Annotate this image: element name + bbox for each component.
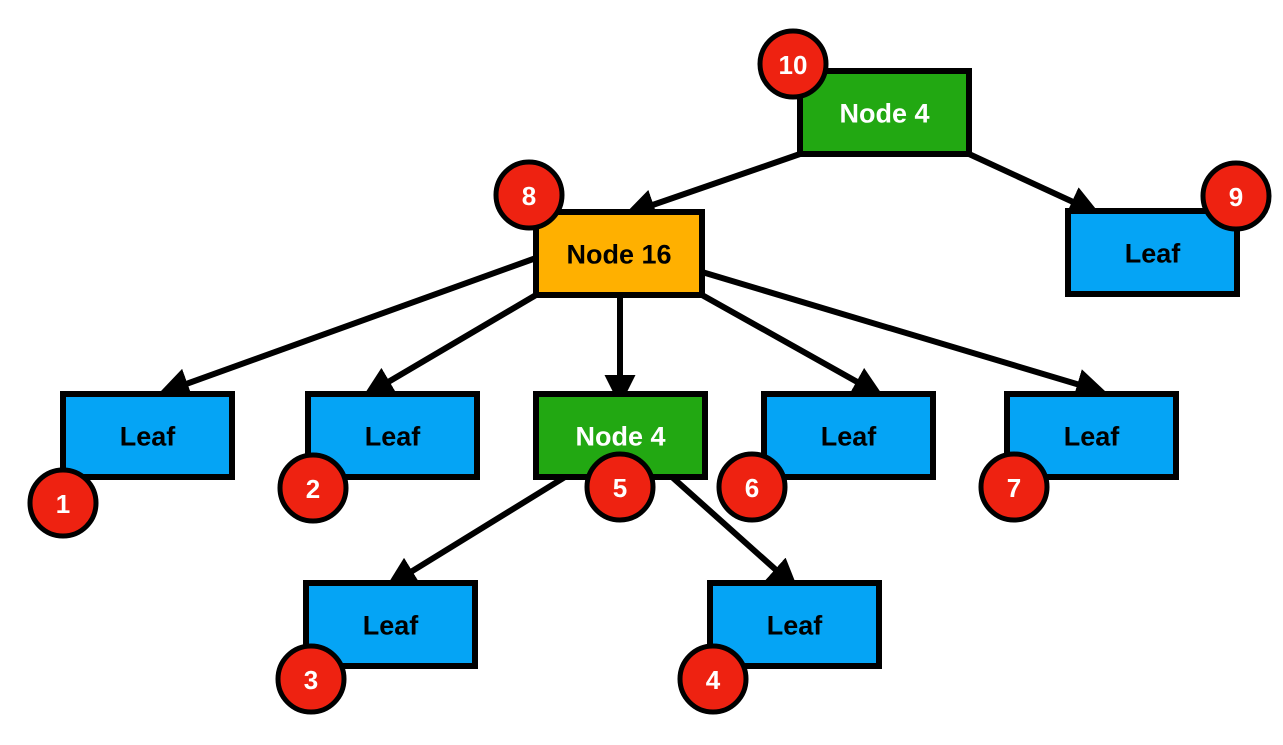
badge-number: 3 (304, 665, 318, 695)
leaf-node[interactable]: Leaf (761, 391, 936, 480)
badge-number: 8 (522, 181, 536, 211)
badge-number: 2 (306, 474, 320, 504)
badge-number: 1 (56, 489, 70, 519)
node-box[interactable] (761, 391, 936, 480)
node-label: Node 16 (566, 240, 671, 270)
node-badge[interactable]: 7 (978, 451, 1050, 523)
badge-number: 4 (706, 665, 721, 695)
badge-circle[interactable] (1200, 160, 1272, 232)
leaf-node[interactable]: Leaf (707, 580, 882, 669)
node-badge[interactable]: 6 (716, 451, 788, 523)
node-box[interactable] (533, 209, 705, 298)
node-label: Leaf (821, 422, 878, 452)
badge-number: 7 (1007, 473, 1021, 503)
node-badge[interactable]: 5 (584, 451, 656, 523)
badge-circle[interactable] (584, 451, 656, 523)
internal-node[interactable]: Node 16 (533, 209, 705, 298)
badge-number: 5 (613, 473, 627, 503)
node-badge[interactable]: 3 (275, 643, 347, 715)
tree-edge (158, 255, 538, 399)
tree-edge (670, 474, 799, 590)
badge-circle[interactable] (677, 643, 749, 715)
node-box[interactable] (1065, 208, 1240, 297)
badge-circle[interactable] (275, 643, 347, 715)
badge-circle[interactable] (277, 452, 349, 524)
node-badge[interactable]: 1 (27, 467, 99, 539)
node-box[interactable] (797, 68, 972, 157)
badge-circle[interactable] (978, 451, 1050, 523)
leaf-node[interactable]: Leaf (1065, 208, 1240, 297)
badge-circle[interactable] (716, 451, 788, 523)
tree-edge (362, 292, 538, 398)
node-label: Leaf (1064, 422, 1121, 452)
node-label: Node 4 (839, 99, 929, 129)
node-badge[interactable]: 8 (493, 159, 565, 231)
node-badge[interactable]: 4 (677, 643, 749, 715)
node-label: Leaf (120, 422, 177, 452)
badge-number: 6 (745, 473, 759, 503)
internal-node[interactable]: Node 4 (797, 68, 972, 157)
badge-number: 9 (1229, 182, 1243, 212)
badge-circle[interactable] (27, 467, 99, 539)
badge-circle[interactable] (493, 159, 565, 231)
tree-edge (385, 474, 567, 588)
edge-layer (158, 151, 1108, 590)
leaf-node[interactable]: Leaf (60, 391, 235, 480)
badge-number: 10 (779, 50, 808, 80)
node-badge[interactable]: 9 (1200, 160, 1272, 232)
node-box[interactable] (707, 580, 882, 669)
node-badge[interactable]: 2 (277, 452, 349, 524)
badge-circle[interactable] (757, 28, 829, 100)
badge-layer: 10 8 9 1 2 5 6 7 3 4 (27, 28, 1272, 715)
tree-edge (701, 269, 1108, 400)
leaf-node[interactable]: Leaf (1004, 391, 1179, 480)
node-badge[interactable]: 10 (757, 28, 829, 100)
tree-edge (700, 292, 884, 397)
node-label: Leaf (1125, 239, 1182, 269)
node-label: Leaf (363, 611, 420, 641)
tree-edge (623, 151, 801, 220)
node-label: Leaf (365, 422, 422, 452)
node-label: Leaf (767, 611, 824, 641)
node-label: Node 4 (575, 422, 665, 452)
node-box[interactable] (60, 391, 235, 480)
tree-edge (967, 151, 1101, 216)
